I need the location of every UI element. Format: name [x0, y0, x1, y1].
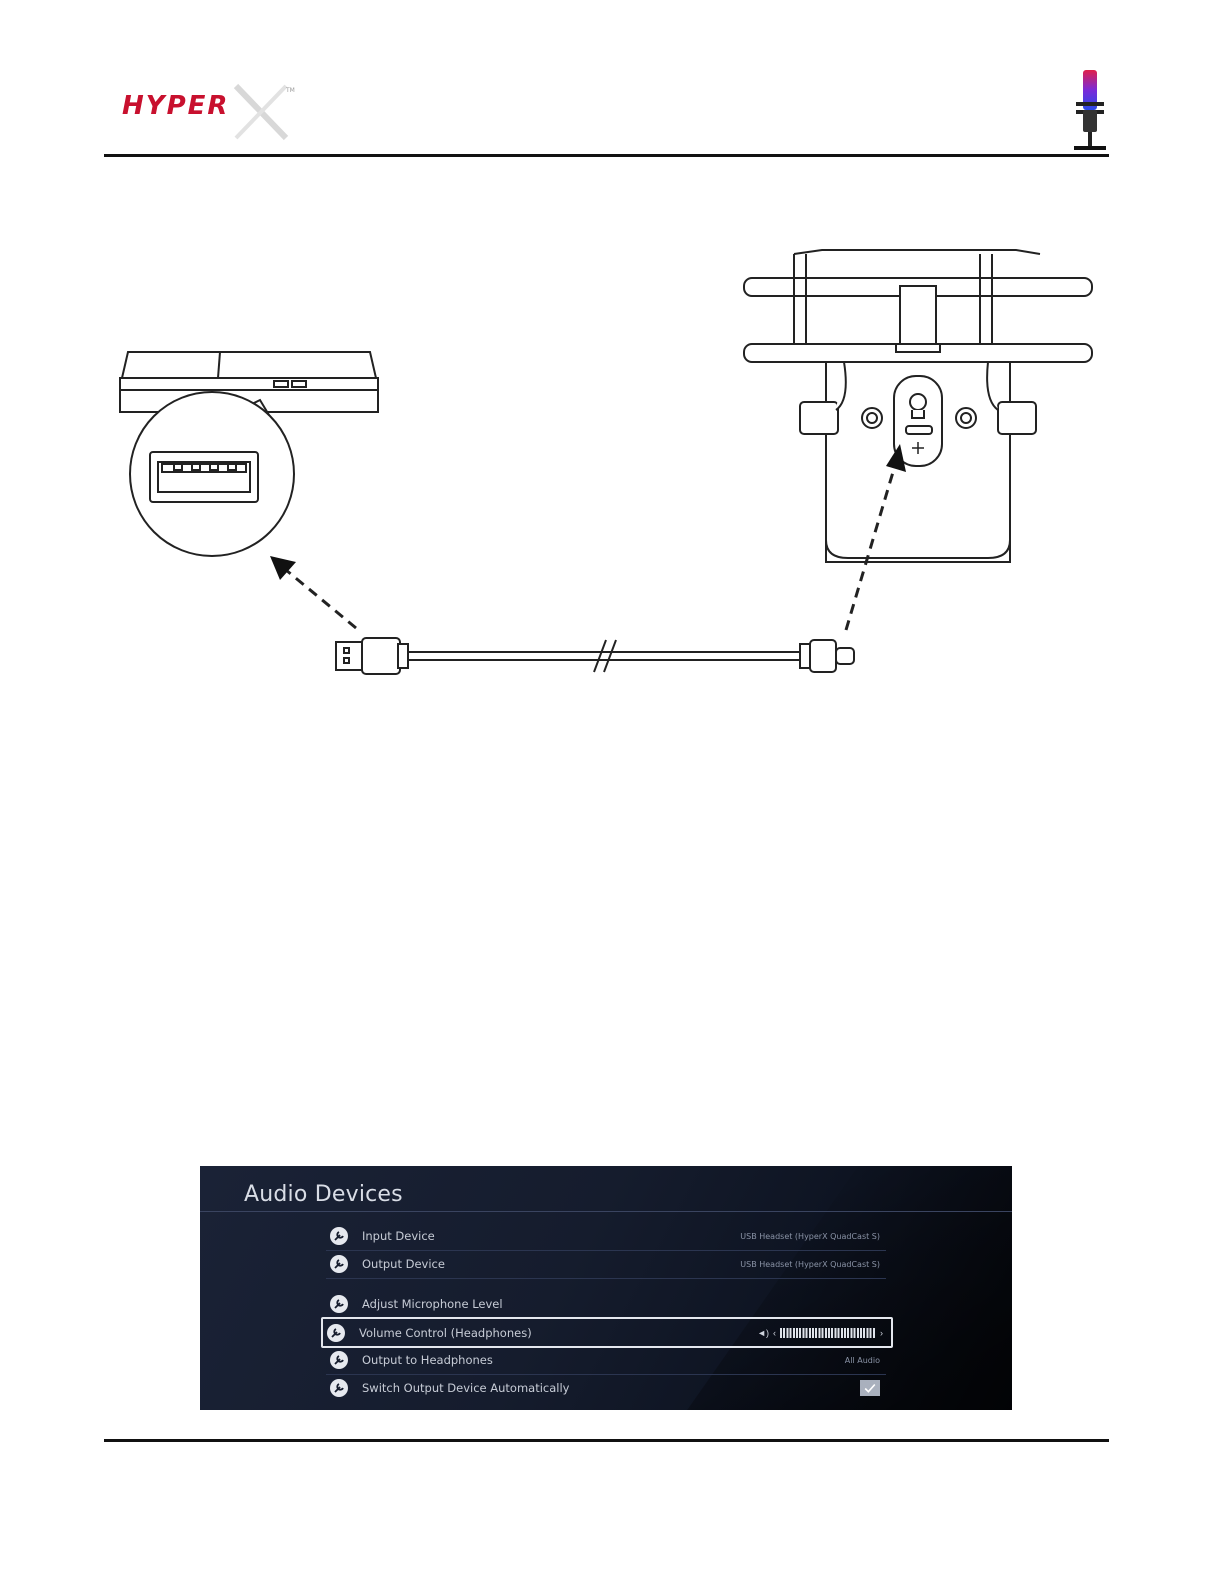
switch-output-label: Switch Output Device Automatically	[362, 1381, 860, 1395]
output-to-headphones-row[interactable]: Output to Headphones All Audio	[326, 1346, 886, 1375]
checkmark-icon	[862, 1382, 878, 1395]
svg-text:HYPER: HYPER	[122, 91, 229, 121]
output-to-headphones-value: All Audio	[845, 1356, 880, 1365]
auto-switch-checkbox[interactable]	[860, 1380, 880, 1396]
wrench-icon	[330, 1227, 348, 1245]
audio-devices-screen: Audio Devices Input Device USB Headset (…	[200, 1166, 1012, 1410]
wrench-icon	[330, 1351, 348, 1369]
wrench-icon	[327, 1324, 345, 1342]
arrowheads	[270, 444, 906, 580]
chevron-right-icon[interactable]: ›	[880, 1328, 883, 1338]
wrench-icon	[330, 1255, 348, 1273]
svg-text:TM: TM	[285, 87, 295, 94]
output-device-row[interactable]: Output Device USB Headset (HyperX QuadCa…	[326, 1250, 886, 1279]
switch-output-row[interactable]: Switch Output Device Automatically	[326, 1374, 886, 1402]
microphone-drawing	[744, 250, 1092, 562]
volume-control-row[interactable]: Volume Control (Headphones) ◄) ‹ ›	[321, 1317, 893, 1348]
output-device-label: Output Device	[362, 1257, 740, 1271]
audio-devices-title: Audio Devices	[244, 1182, 403, 1207]
header-rule	[104, 154, 1109, 157]
volume-control-label: Volume Control (Headphones)	[359, 1326, 757, 1340]
speaker-icon: ◄)	[757, 1328, 769, 1338]
input-device-row[interactable]: Input Device USB Headset (HyperX QuadCas…	[326, 1222, 886, 1251]
input-device-value: USB Headset (HyperX QuadCast S)	[740, 1232, 880, 1241]
footer-rule	[104, 1439, 1109, 1442]
hyperx-logo: HYPER TM	[118, 78, 303, 144]
connection-arrows	[286, 462, 896, 630]
usb-cable-drawing	[336, 638, 854, 674]
volume-slider[interactable]: ◄) ‹ ›	[757, 1328, 883, 1338]
wrench-icon	[330, 1379, 348, 1397]
chevron-left-icon[interactable]: ‹	[773, 1328, 776, 1338]
input-device-label: Input Device	[362, 1229, 740, 1243]
wrench-icon	[330, 1295, 348, 1313]
adjust-mic-level-row[interactable]: Adjust Microphone Level	[326, 1290, 886, 1318]
adjust-mic-level-label: Adjust Microphone Level	[362, 1297, 886, 1311]
output-to-headphones-label: Output to Headphones	[362, 1353, 845, 1367]
output-device-value: USB Headset (HyperX QuadCast S)	[740, 1260, 880, 1269]
microphone-thumbnail-icon	[1066, 68, 1114, 154]
usb-port-magnified-icon	[130, 392, 294, 556]
connection-diagram	[100, 240, 1110, 700]
